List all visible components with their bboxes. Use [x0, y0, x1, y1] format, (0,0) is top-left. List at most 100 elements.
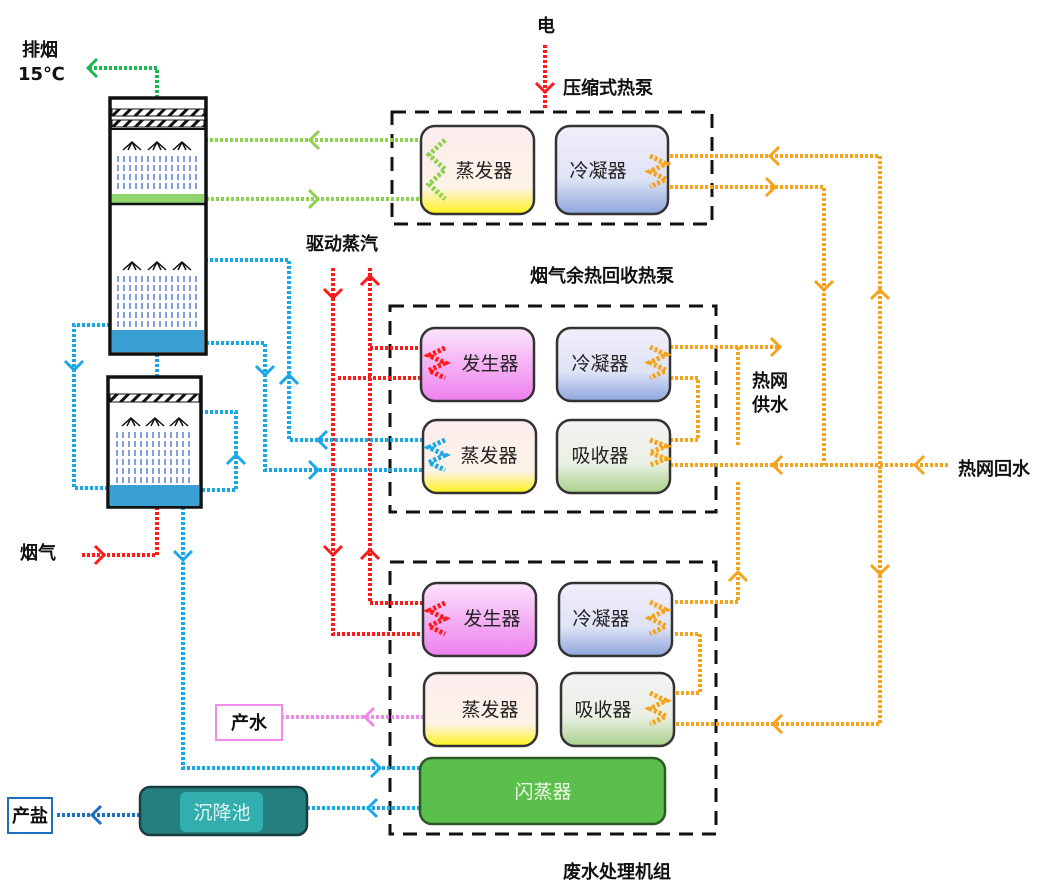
product-water-box: 产水: [215, 704, 283, 741]
flow-arrow-left-icon: [307, 129, 321, 151]
driving-steam-label: 驱动蒸汽: [306, 233, 378, 255]
coil-icon: [423, 600, 451, 637]
flow-arrow-up-icon: [359, 273, 381, 287]
fhp-condenser-label: 冷凝器: [571, 353, 628, 375]
fhp-evaporator-label: 蒸发器: [460, 445, 517, 467]
flow-arrow-up-icon: [869, 287, 891, 301]
coil-icon: [423, 437, 451, 473]
wwu-condenser: 冷凝器: [557, 581, 674, 658]
flow-arrow-right-icon: [369, 757, 383, 779]
wwu-absorber-label: 吸收器: [574, 699, 631, 721]
flow-arrow-down-icon: [534, 81, 556, 95]
chp-condenser-label: 冷凝器: [569, 160, 626, 182]
coil-icon: [643, 437, 673, 468]
product-water-label: 产水: [231, 712, 268, 734]
heat-supply-label-2: 供水: [751, 394, 789, 416]
spray-nozzle-icon: [122, 260, 142, 271]
flow-arrow-left-icon: [89, 804, 103, 826]
chp-evaporator-label: 蒸发器: [455, 160, 512, 182]
spray-nozzle-icon: [172, 140, 192, 151]
flue-gas-flow: [82, 507, 159, 557]
upper-spray-tower: [108, 96, 208, 356]
wwu-return: [645, 470, 882, 726]
chp-evaporator: 蒸发器: [419, 124, 536, 216]
flow-arrow-left-icon: [770, 454, 784, 476]
wwu-generator-label: 发生器: [463, 608, 520, 630]
coil-icon: [644, 344, 672, 381]
flow-arrow-down-icon: [869, 563, 891, 577]
flow-arrow-down-icon: [322, 287, 344, 301]
flow-arrow-up-icon: [727, 569, 749, 583]
flow-arrow-down-icon: [172, 549, 194, 563]
blue-to-flash: [181, 507, 420, 770]
flow-arrow-right-icon: [307, 459, 321, 481]
flow-arrow-down-icon: [63, 359, 85, 373]
flow-arrow-left-icon: [912, 454, 926, 476]
fhp-generator-label: 发生器: [461, 353, 518, 375]
blue-fhp-bottom: [206, 341, 448, 472]
coil-icon: [644, 690, 672, 727]
spray-nozzles-lower: [116, 416, 190, 483]
exhaust-label: 排烟: [22, 39, 58, 61]
flow-arrow-left-icon: [362, 706, 376, 728]
exhaust-temp-label: 15℃: [18, 64, 65, 85]
flow-arrow-right-icon: [769, 336, 783, 358]
flow-arrow-left-icon: [770, 713, 784, 735]
flow-arrow-left-icon: [85, 57, 99, 79]
flash-evaporator-label: 闪蒸器: [514, 781, 571, 803]
flow-arrow-right-icon: [307, 188, 321, 210]
flow-arrow-right-icon: [764, 176, 778, 198]
fhp-absorber: 吸收器: [555, 418, 672, 495]
wwu-supply-up: [645, 480, 740, 604]
orange-chp-bottom: [645, 185, 826, 465]
flue-heat-pump-box: [388, 304, 718, 514]
flue-gas-label: 烟气: [20, 542, 56, 564]
flow-arrow-left-icon: [315, 429, 329, 451]
fhp-evaporator: 蒸发器: [421, 418, 538, 495]
chp-condenser: 冷凝器: [554, 124, 670, 216]
coil-icon: [644, 153, 672, 190]
spray-nozzles-upper: [117, 140, 197, 192]
spray-nozzles-middle: [117, 260, 197, 328]
spray-nozzle-icon: [147, 140, 167, 151]
coil-icon: [425, 138, 449, 201]
product-salt-box: 产盐: [7, 797, 53, 834]
wwu-generator: 发生器: [421, 581, 538, 658]
flow-arrow-down-icon: [813, 279, 835, 293]
settling-tank: 沉降池: [138, 785, 309, 837]
lower-spray-tower: [106, 375, 203, 509]
flow-arrow-up-icon: [359, 547, 381, 561]
coil-icon: [423, 345, 451, 381]
flow-arrow-up-icon: [278, 372, 300, 386]
blue-tower-link: [72, 323, 110, 490]
flash-evaporator: 闪蒸器: [418, 756, 667, 826]
heat-supply-label-1: 热网: [752, 370, 788, 392]
electricity-label: 电: [537, 15, 555, 37]
exhaust-flow: [88, 66, 159, 98]
fhp-absorber-label: 吸收器: [571, 445, 628, 467]
settling-tank-label: 沉降池: [193, 802, 250, 824]
fhp-condenser: 冷凝器: [555, 326, 672, 403]
wwu-condenser-label: 冷凝器: [572, 608, 629, 630]
fhp-cond-abs-link: [645, 376, 700, 442]
product-salt-label: 产盐: [12, 805, 48, 827]
wwu-evaporator-label: 蒸发器: [461, 699, 518, 721]
flow-arrow-left-icon: [365, 797, 379, 819]
compression-heat-pump-title: 压缩式热泵: [563, 77, 653, 99]
spray-nozzle-icon: [172, 260, 192, 271]
flow-arrow-right-icon: [93, 544, 107, 566]
heat-return-label: 热网回水: [958, 458, 1031, 480]
wastewater-unit-box: [388, 560, 718, 836]
coil-icon: [644, 599, 672, 637]
wastewater-unit-title: 废水处理机组: [563, 861, 671, 883]
orange-chp-top: [645, 154, 882, 470]
spray-nozzle-icon: [122, 140, 142, 151]
fhp-generator: 发生器: [419, 326, 536, 403]
wwu-absorber: 吸收器: [559, 671, 676, 748]
spray-nozzle-icon: [169, 416, 189, 427]
flow-arrow-left-icon: [767, 145, 781, 167]
compression-heat-pump-box: [390, 110, 714, 226]
steam-in: [331, 268, 448, 636]
flow-arrow-up-icon: [225, 452, 247, 466]
